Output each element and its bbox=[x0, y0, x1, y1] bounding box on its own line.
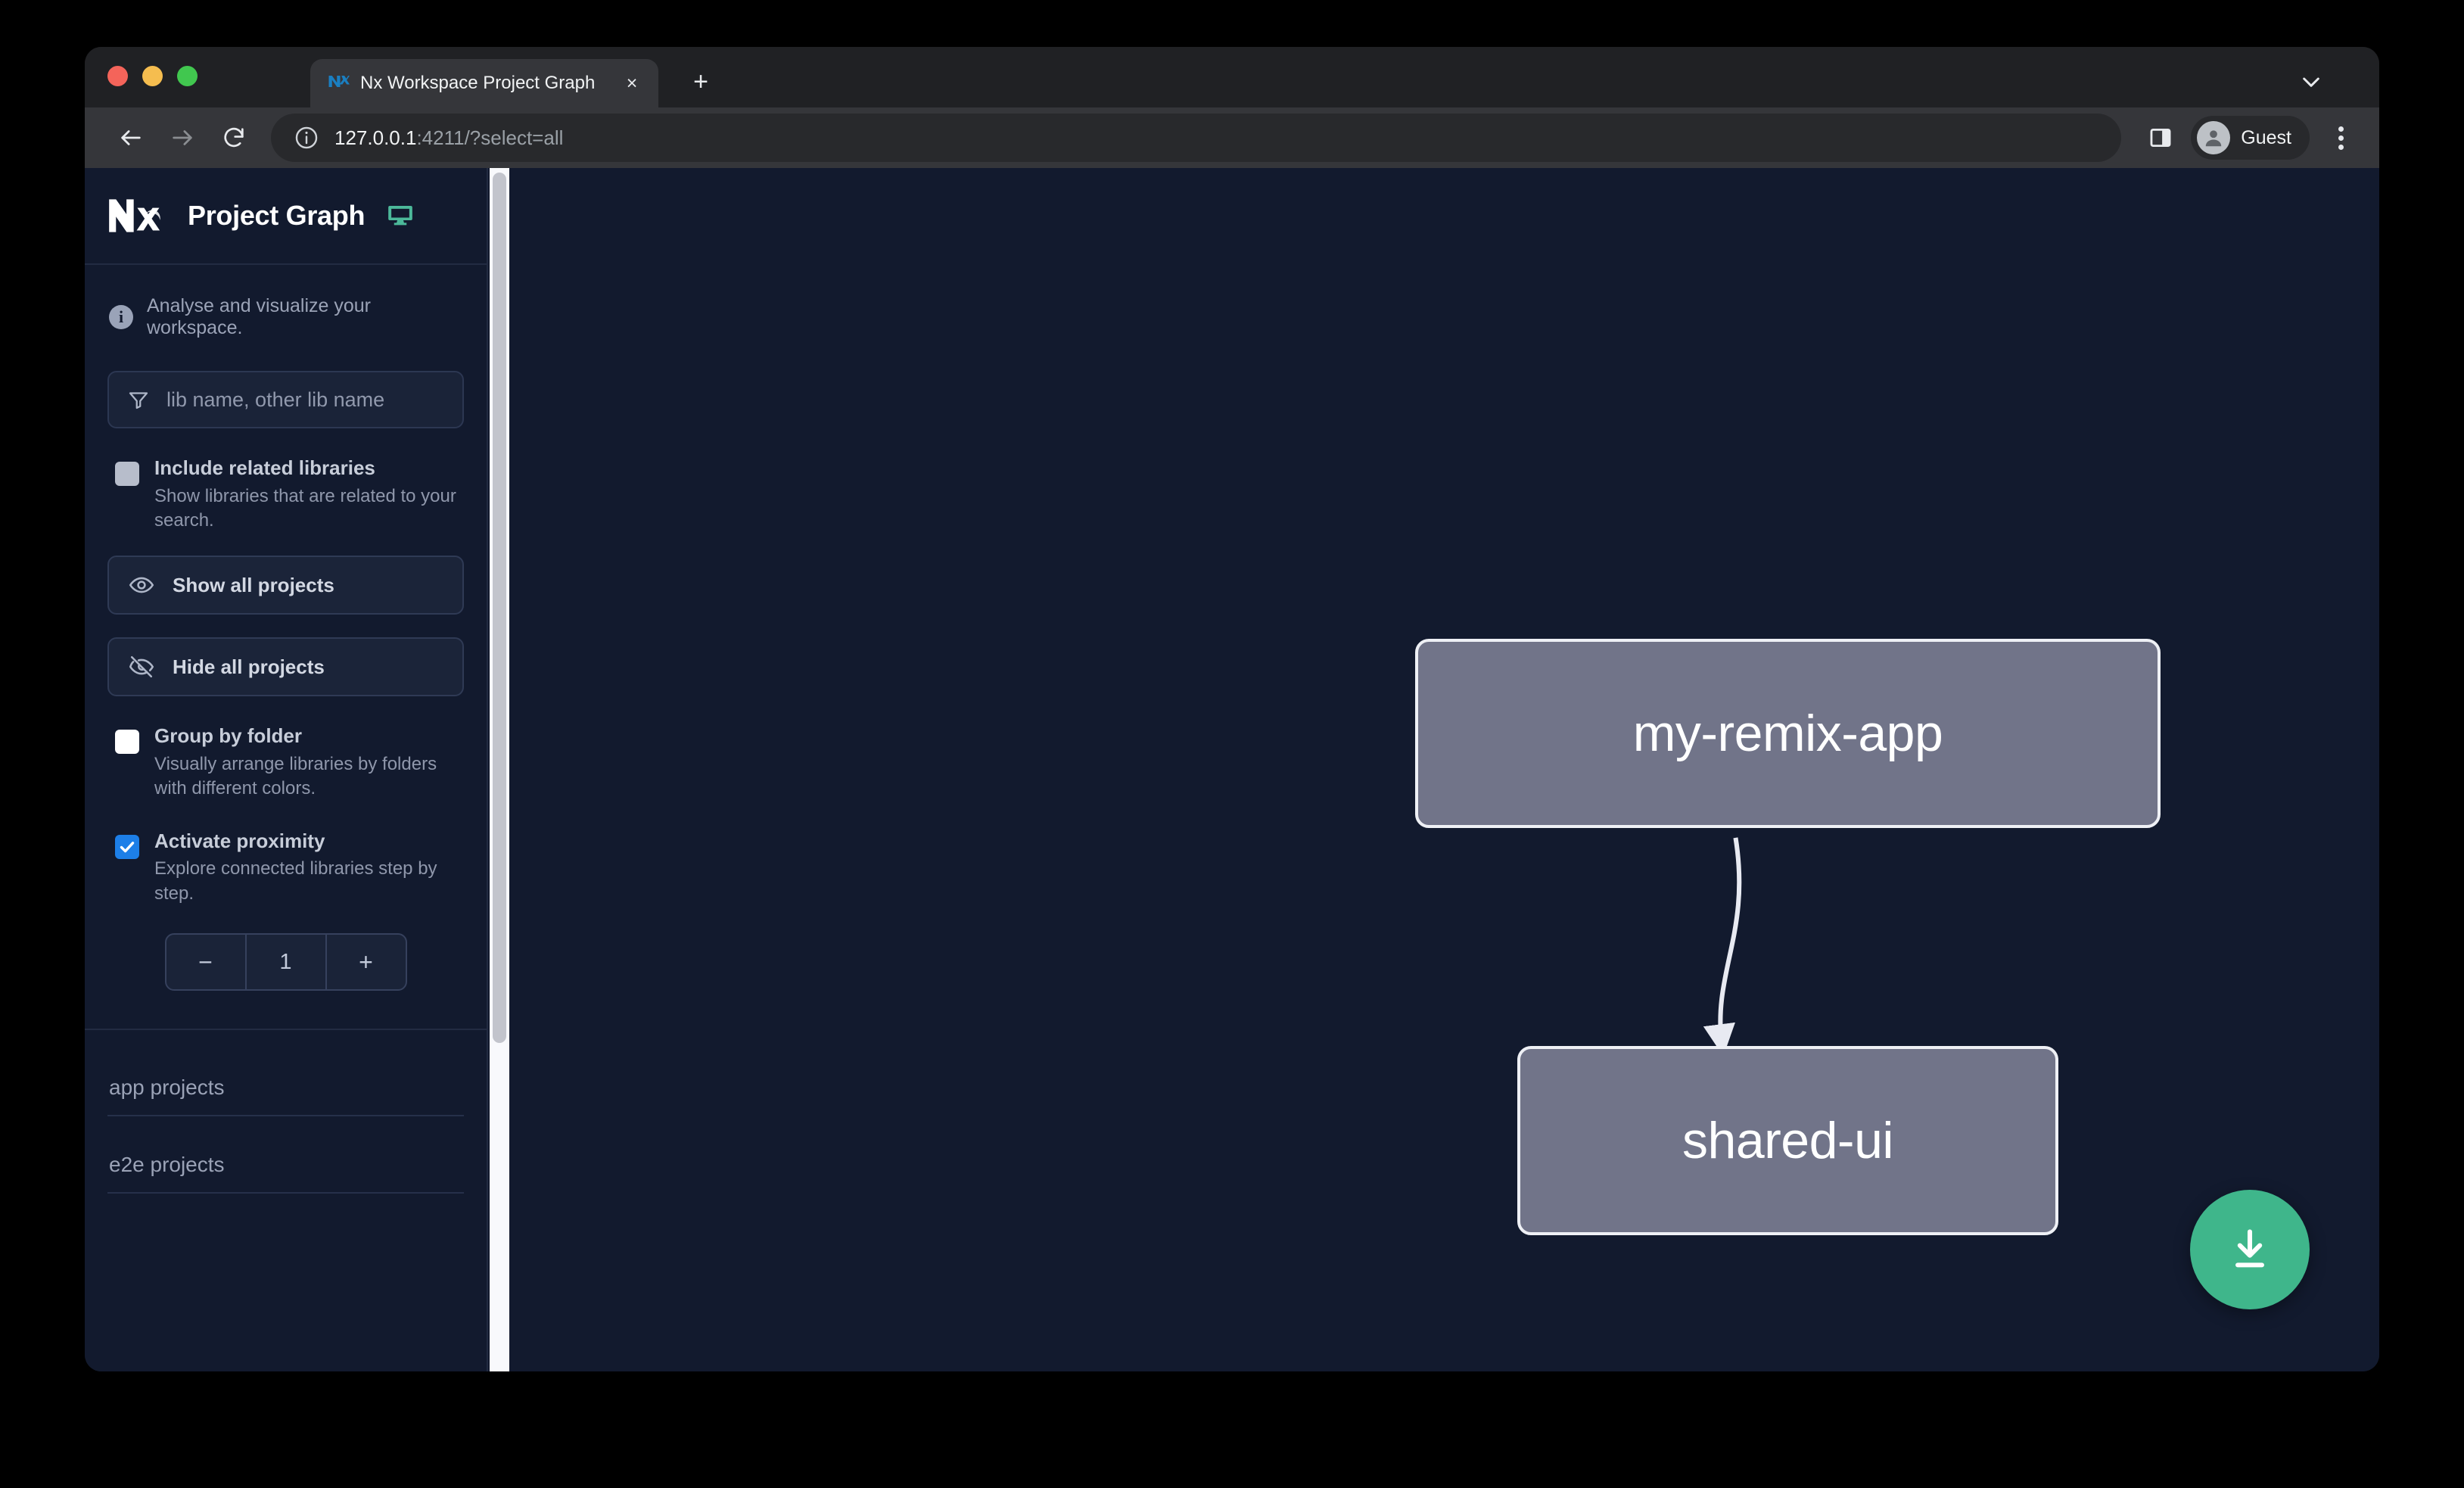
minimize-window-button[interactable] bbox=[142, 66, 163, 86]
maximize-window-button[interactable] bbox=[177, 66, 198, 86]
download-graph-button[interactable] bbox=[2190, 1190, 2310, 1309]
graph-edge-my-remix-app-to-shared-ui bbox=[1703, 837, 1742, 1057]
address-bar[interactable]: 127.0.0.1:4211/?select=all bbox=[271, 114, 2122, 162]
stepper-decrement-button[interactable]: − bbox=[198, 948, 213, 976]
graph-node-label: my-remix-app bbox=[1632, 705, 1943, 762]
option-description: Explore connected libraries step by step… bbox=[154, 858, 437, 904]
sidebar-item-e2e-projects[interactable]: e2e projects bbox=[107, 1116, 464, 1194]
reload-icon[interactable] bbox=[210, 114, 257, 161]
sidebar: Project Graph i Analyse and visualize yo… bbox=[85, 168, 488, 1371]
browser-window: Nx Workspace Project Graph × + bbox=[85, 47, 2379, 1371]
project-graph-canvas[interactable]: my-remix-app shared-ui bbox=[488, 168, 2379, 1371]
graph-node-shared-ui[interactable]: shared-ui bbox=[1517, 1046, 2058, 1235]
eye-slash-icon bbox=[129, 654, 154, 680]
url-text: 127.0.0.1:4211/?select=all bbox=[334, 126, 563, 150]
option-title: Activate proximity bbox=[154, 829, 325, 852]
option-description: Visually arrange libraries by folders wi… bbox=[154, 753, 437, 799]
side-panel-icon[interactable] bbox=[2139, 117, 2182, 159]
chevron-down-icon[interactable] bbox=[2296, 67, 2326, 97]
browser-toolbar: 127.0.0.1:4211/?select=all Guest bbox=[85, 107, 2379, 168]
window-traffic-lights bbox=[107, 66, 198, 86]
checkbox-activate-proximity[interactable] bbox=[115, 834, 139, 859]
info-icon: i bbox=[109, 305, 133, 329]
funnel-icon bbox=[127, 388, 150, 411]
tab-strip: Nx Workspace Project Graph × + bbox=[85, 47, 2379, 107]
sidebar-scrollbar[interactable] bbox=[490, 168, 509, 1371]
checkbox-group-by-folder[interactable] bbox=[115, 730, 139, 755]
kebab-menu-icon[interactable] bbox=[2322, 117, 2360, 159]
monitor-icon[interactable] bbox=[386, 201, 415, 230]
new-tab-button[interactable]: + bbox=[693, 67, 708, 96]
url-path: :4211/?select=all bbox=[416, 126, 564, 149]
close-window-button[interactable] bbox=[107, 66, 128, 86]
avatar bbox=[2197, 121, 2231, 154]
profile-name: Guest bbox=[2241, 126, 2291, 148]
project-sections: app projects e2e projects bbox=[85, 1029, 487, 1194]
option-activate-proximity[interactable]: Activate proximity Explore connected lib… bbox=[107, 830, 464, 906]
eye-icon bbox=[129, 572, 154, 598]
stepper-value: 1 bbox=[244, 935, 327, 990]
checkbox-include-related-libraries[interactable] bbox=[115, 462, 139, 486]
proximity-stepper: − 1 + bbox=[164, 933, 407, 991]
sidebar-blurb: i Analyse and visualize your workspace. bbox=[85, 265, 487, 339]
hide-all-projects-button[interactable]: Hide all projects bbox=[107, 637, 464, 697]
url-host: 127.0.0.1 bbox=[334, 126, 417, 149]
graph-node-label: shared-ui bbox=[1682, 1112, 1894, 1169]
page-content: Project Graph i Analyse and visualize yo… bbox=[85, 168, 2379, 1371]
show-all-projects-label: Show all projects bbox=[173, 573, 334, 596]
graph-node-my-remix-app[interactable]: my-remix-app bbox=[1415, 639, 2161, 828]
profile-button[interactable]: Guest bbox=[2191, 116, 2310, 160]
browser-tab[interactable]: Nx Workspace Project Graph × bbox=[310, 59, 658, 107]
sidebar-header: Project Graph bbox=[85, 168, 487, 265]
hide-all-projects-label: Hide all projects bbox=[173, 655, 325, 678]
info-circle-icon[interactable] bbox=[292, 123, 321, 152]
show-all-projects-button[interactable]: Show all projects bbox=[107, 556, 464, 615]
blurb-text: Analyse and visualize your workspace. bbox=[147, 295, 371, 338]
page-title: Project Graph bbox=[188, 200, 366, 231]
search-input[interactable]: lib name, other lib name bbox=[107, 371, 464, 428]
back-arrow-icon[interactable] bbox=[107, 114, 154, 161]
search-placeholder: lib name, other lib name bbox=[166, 388, 385, 411]
forward-arrow-icon[interactable] bbox=[159, 114, 206, 161]
option-title: Group by folder bbox=[154, 724, 302, 748]
option-title: Include related libraries bbox=[154, 456, 375, 479]
tab-title: Nx Workspace Project Graph bbox=[360, 73, 596, 93]
scrollbar-thumb[interactable] bbox=[493, 173, 506, 1043]
sidebar-item-app-projects[interactable]: app projects bbox=[107, 1030, 464, 1117]
nx-logo-icon bbox=[107, 196, 166, 235]
option-group-by-folder[interactable]: Group by folder Visually arrange librari… bbox=[107, 725, 464, 801]
option-description: Show libraries that are related to your … bbox=[154, 485, 456, 531]
sidebar-body: lib name, other lib name Include related… bbox=[85, 339, 487, 991]
download-icon bbox=[2235, 1229, 2264, 1268]
option-include-related-libraries[interactable]: Include related libraries Show libraries… bbox=[107, 457, 464, 533]
nx-logo-icon bbox=[327, 72, 350, 95]
stepper-increment-button[interactable]: + bbox=[359, 948, 373, 976]
close-tab-button[interactable]: × bbox=[626, 72, 638, 94]
